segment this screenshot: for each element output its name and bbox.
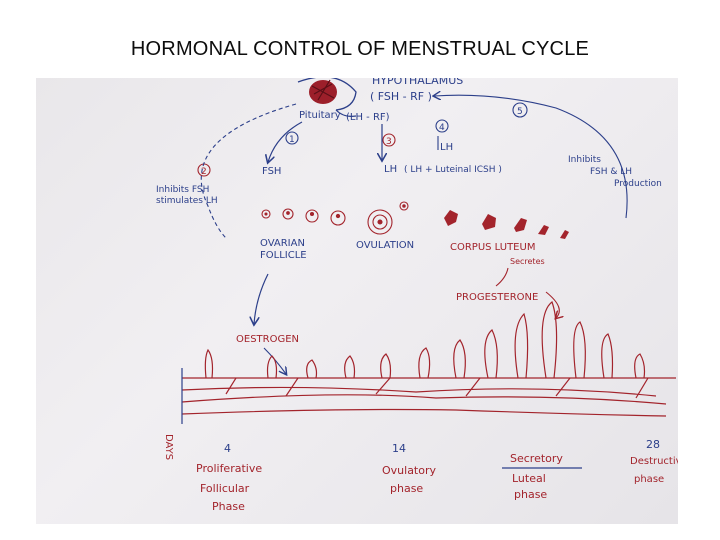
- ovulation-label: OVULATION: [356, 240, 414, 251]
- corpus-luteum-series: [444, 210, 569, 239]
- luteal-label: Luteal: [512, 472, 546, 485]
- corpus-secretes-label: Secretes: [510, 257, 545, 266]
- inhibits-left-line1: Inhibits FSH: [156, 185, 209, 195]
- diagram-photo: HYPOTHALAMUS ( FSH - RF ) Pituitary (LH …: [36, 78, 678, 524]
- days-label: DAYS: [163, 434, 174, 460]
- destructive-label: Destructive: [630, 456, 678, 467]
- ovarian-label: OVARIAN: [260, 238, 305, 249]
- inhibits-right-line1: Inhibits: [568, 155, 601, 165]
- lh-top-label: LH: [440, 142, 453, 153]
- pituitary-label: Pituitary: [299, 110, 341, 121]
- svg-text:2: 2: [201, 167, 207, 177]
- progesterone-label: PROGESTERONE: [456, 292, 538, 303]
- destructive-phase-label: phase: [634, 474, 664, 485]
- arrow-progesterone-to-endometrium: [545, 291, 559, 318]
- svg-text:5: 5: [517, 107, 523, 117]
- arrow-to-progesterone: [495, 267, 509, 287]
- step-marker-1: 1: [285, 131, 299, 145]
- luteal-phase-label: phase: [514, 488, 547, 501]
- fsh-rf-label: ( FSH - RF ): [370, 90, 432, 103]
- day-14-label: 14: [392, 442, 406, 455]
- secretory-label: Secretory: [510, 452, 563, 465]
- step-marker-4: 4: [435, 119, 449, 133]
- hormonal-cycle-drawing: HYPOTHALAMUS ( FSH - RF ) Pituitary (LH …: [156, 78, 678, 513]
- inhibits-right-line3: Production: [614, 179, 662, 189]
- arrow-follicle-to-oestrogen: [254, 273, 269, 324]
- day-4-label: 4: [224, 442, 231, 455]
- endometrium-drawing: [181, 301, 676, 417]
- step-marker-2: 2: [197, 163, 211, 177]
- ovulatory-phase-label: phase: [390, 482, 423, 495]
- arrow-pituitary-to-fsh: [268, 121, 303, 162]
- step-marker-5: 5: [512, 102, 528, 118]
- day-28-label: 28: [646, 438, 660, 451]
- slide-title: HORMONAL CONTROL OF MENSTRUAL CYCLE: [130, 38, 590, 60]
- svg-text:1: 1: [289, 135, 295, 145]
- svg-text:3: 3: [386, 137, 392, 147]
- proliferative-label: Proliferative: [196, 462, 262, 475]
- corpus-luteum-label: CORPUS LUTEUM: [450, 242, 535, 253]
- feedback-arc-left: [200, 103, 297, 239]
- feedback-arc-right: [434, 95, 628, 219]
- fsh-label: FSH: [262, 166, 281, 177]
- svg-text:4: 4: [439, 123, 445, 133]
- lh-combo-label: ( LH + Luteinal ICSH ): [404, 165, 502, 175]
- lh-rf-label: (LH - RF): [346, 112, 390, 123]
- lh-label: LH: [384, 164, 397, 175]
- step-marker-3: 3: [382, 133, 396, 147]
- ovulatory-label: Ovulatory: [382, 464, 437, 477]
- inhibits-right-line2: FSH & LH: [590, 167, 632, 177]
- inhibits-left-line2: stimulates LH: [156, 196, 218, 206]
- oestrogen-label: OESTROGEN: [236, 334, 299, 345]
- pituitary-gland: [297, 78, 357, 117]
- proliferative-phase-label: Phase: [212, 500, 245, 513]
- follicular-label: Follicular: [200, 482, 250, 495]
- hypothalamus-label: HYPOTHALAMUS: [372, 78, 463, 87]
- follicle-label: FOLLICLE: [260, 250, 307, 261]
- follicle-series: [261, 201, 409, 235]
